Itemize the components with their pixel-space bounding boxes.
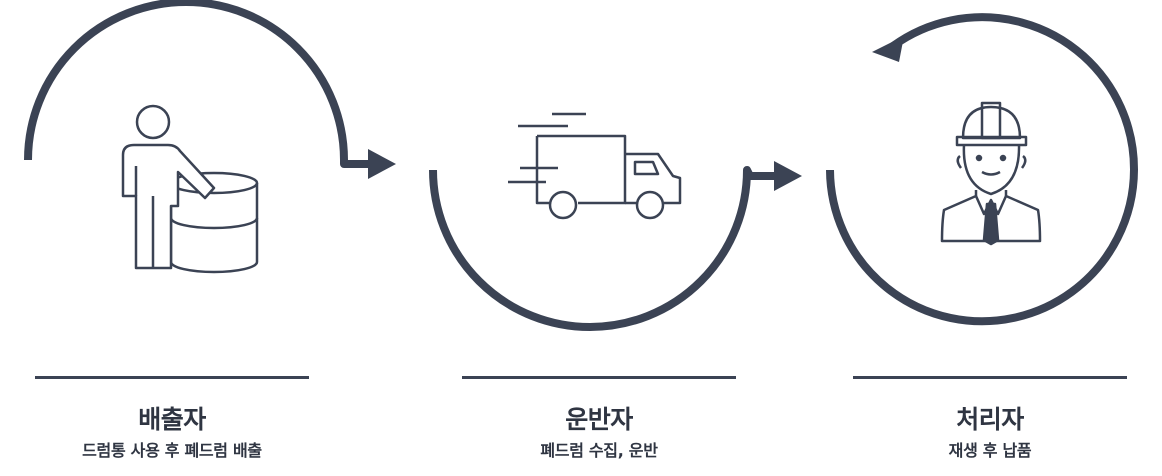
stage-divider <box>462 376 736 379</box>
hard-hat-worker-icon <box>940 101 1042 246</box>
stage-description: 폐드럼 수집, 운반 <box>540 441 658 460</box>
stage-title: 처리자 <box>956 405 1024 434</box>
stage-description: 드럼통 사용 후 폐드럼 배출 <box>82 441 262 460</box>
stage-processor: 처리자 재생 후 납품 <box>853 376 1127 461</box>
person-with-drum-icon <box>121 104 259 274</box>
cycle-arc-1 <box>24 0 372 168</box>
stage-title: 운반자 <box>565 405 633 434</box>
delivery-truck-icon <box>508 112 682 220</box>
stage-title: 배출자 <box>138 405 206 434</box>
stage-divider <box>853 376 1127 379</box>
arrowhead-right-2 <box>774 161 802 191</box>
cycle-arc-2 <box>429 166 778 331</box>
stage-emitter: 배출자 드럼통 사용 후 폐드럼 배출 <box>35 376 309 461</box>
arrowhead-right-1 <box>368 149 396 179</box>
cycle-arc-3 <box>826 13 1138 326</box>
stage-divider <box>35 376 309 379</box>
stage-description: 재생 후 납품 <box>948 441 1032 460</box>
stage-transporter: 운반자 폐드럼 수집, 운반 <box>462 376 736 461</box>
arrowhead-up-left-3 <box>872 36 904 62</box>
